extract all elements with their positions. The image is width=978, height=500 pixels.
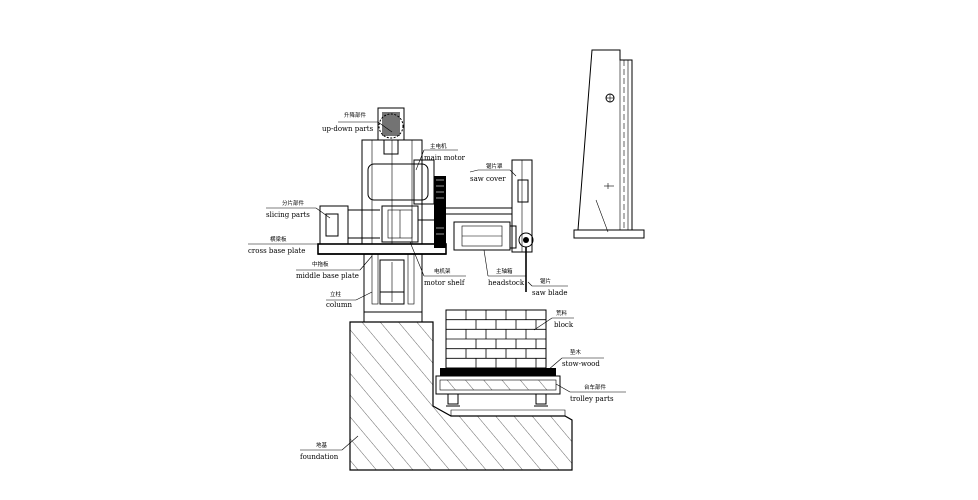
saw-cover-part bbox=[511, 159, 533, 253]
column-zh: 立柱 bbox=[330, 290, 342, 298]
trolley-pit bbox=[450, 409, 566, 416]
main-motor-label: main motor bbox=[424, 154, 466, 162]
headstock-part bbox=[446, 207, 517, 251]
motor-shelf-label: motor shelf bbox=[424, 279, 466, 287]
saw-blade-part bbox=[518, 232, 534, 292]
middle-base-label: middle base plate bbox=[296, 272, 359, 280]
upright-frame bbox=[361, 139, 423, 245]
motor-shelf-zh: 电机架 bbox=[434, 267, 451, 275]
saw-cover-zh: 锯片罩 bbox=[486, 162, 503, 170]
cross-base-label: cross base plate bbox=[248, 247, 305, 255]
up-down-part bbox=[377, 107, 405, 155]
column-part bbox=[363, 253, 423, 323]
block-label: block bbox=[554, 321, 574, 329]
main-motor-zh: 主电机 bbox=[430, 142, 447, 150]
up-down-zh: 升降部件 bbox=[344, 111, 367, 119]
trolley-zh: 台车部件 bbox=[584, 383, 607, 391]
cross-base-plate bbox=[317, 243, 447, 255]
trolley-part bbox=[435, 368, 561, 407]
up-down-label: up-down parts bbox=[322, 125, 374, 133]
motor-shelf-part bbox=[381, 205, 434, 243]
column-label: column bbox=[326, 301, 353, 309]
slicing-label: slicing parts bbox=[266, 211, 310, 219]
saw-cover-label: saw cover bbox=[470, 175, 506, 183]
middle-base-zh: 中拖板 bbox=[312, 260, 329, 268]
side-view bbox=[573, 49, 645, 239]
slicing-zh: 分片部件 bbox=[282, 199, 305, 207]
trolley-label: trolley parts bbox=[570, 395, 614, 403]
saw-blade-zh: 锯片 bbox=[540, 277, 551, 285]
block-part bbox=[445, 309, 547, 369]
foundation-label: foundation bbox=[300, 453, 339, 461]
saw-blade-label: saw blade bbox=[532, 289, 568, 297]
headstock-zh: 主轴箱 bbox=[496, 267, 513, 275]
foundation-zh: 地基 bbox=[316, 441, 328, 449]
main-motor-part bbox=[367, 159, 446, 248]
stow-wood-label: stow-wood bbox=[562, 360, 600, 368]
slicing-part bbox=[319, 205, 380, 245]
stow-wood-zh: 垫木 bbox=[570, 348, 582, 356]
foundation-shape bbox=[349, 321, 573, 471]
block-zh: 荒料 bbox=[556, 309, 568, 317]
headstock-label: headstock bbox=[488, 279, 525, 287]
leader-lines bbox=[248, 121, 626, 451]
cross-base-zh: 横梁板 bbox=[270, 235, 287, 243]
